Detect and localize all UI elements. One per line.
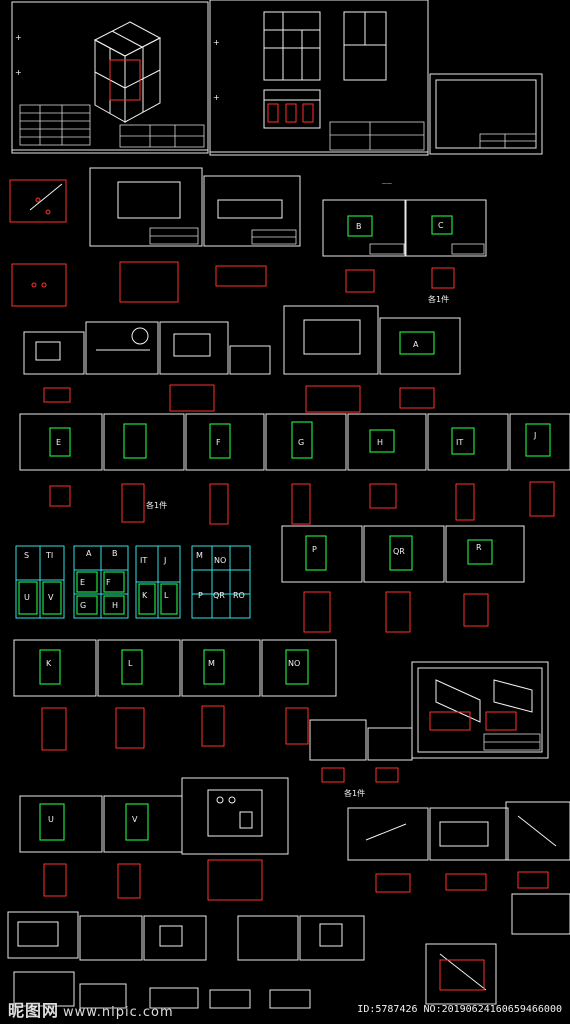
part-label-b: B bbox=[356, 222, 362, 231]
row-sheet-panels-3: A bbox=[23, 305, 461, 413]
svg-text:+: + bbox=[15, 68, 22, 77]
svg-text:+: + bbox=[213, 93, 220, 102]
assy-label-j: J bbox=[163, 556, 166, 565]
sheet-side-assembly: 各1件 bbox=[309, 661, 549, 798]
part-label-e: E bbox=[56, 438, 61, 447]
sheet-front-views: ++ bbox=[209, 0, 429, 156]
note-each-one-b: 各1件 bbox=[146, 500, 167, 510]
part-label-v: V bbox=[132, 815, 138, 824]
part-label-p: P bbox=[312, 545, 317, 554]
part-label-f: F bbox=[216, 438, 221, 447]
assy-label-v: V bbox=[48, 593, 54, 602]
assy-label-ro: RO bbox=[233, 591, 245, 600]
part-label-l: L bbox=[128, 659, 133, 668]
row-assembly-colored-views: S TI U V A B E F G H IT J K L M NO P QR … bbox=[15, 525, 525, 633]
svg-text:+: + bbox=[15, 33, 22, 42]
assy-label-s: S bbox=[24, 551, 29, 560]
part-label-c: C bbox=[438, 221, 444, 230]
assy-label-f: F bbox=[106, 578, 111, 587]
part-label-j: J bbox=[533, 431, 536, 440]
assy-label-m: M bbox=[196, 551, 203, 560]
part-label-it: IT bbox=[456, 438, 463, 447]
assy-label-l: L bbox=[164, 591, 169, 600]
part-label-r: R bbox=[476, 543, 482, 552]
assy-label-no: NO bbox=[214, 556, 226, 565]
part-label-u: U bbox=[48, 815, 54, 824]
assy-label-it: IT bbox=[140, 556, 147, 565]
row-bottom-sheets bbox=[7, 893, 570, 1009]
row-sheet-panels-1 bbox=[9, 167, 301, 307]
assy-label-b: B bbox=[112, 549, 118, 558]
sheet-isometric-frame: ++ bbox=[11, 1, 209, 154]
assy-label-k: K bbox=[142, 591, 148, 600]
assy-label-qr: QR bbox=[213, 591, 225, 600]
part-label-no: NO bbox=[288, 659, 300, 668]
assy-label-e: E bbox=[80, 578, 85, 587]
assy-label-h: H bbox=[112, 601, 118, 610]
row-sheet-panels-bc: B C 各1件 —— bbox=[322, 181, 487, 304]
note-each-one-a: 各1件 bbox=[428, 294, 449, 304]
part-label-a: A bbox=[413, 340, 419, 349]
sheet-blank-titleblock bbox=[429, 73, 543, 155]
assy-label-ti: TI bbox=[45, 551, 53, 560]
assy-label-u: U bbox=[24, 593, 30, 602]
row-sheet-panels-uv: U V bbox=[19, 777, 570, 901]
part-label-qr: QR bbox=[393, 547, 405, 556]
note-each-one-c: 各1件 bbox=[344, 788, 365, 798]
part-label-g: G bbox=[298, 438, 304, 447]
part-label-k: K bbox=[46, 659, 52, 668]
part-label-h: H bbox=[377, 438, 383, 447]
assy-label-a: A bbox=[86, 549, 92, 558]
row-sheet-panels-k-no: K L M NO bbox=[13, 639, 337, 751]
svg-text:——: —— bbox=[382, 181, 392, 187]
row-sheet-panels-e-j: E F G H IT J 各1件 bbox=[19, 413, 570, 525]
assy-label-p: P bbox=[198, 591, 203, 600]
svg-text:+: + bbox=[213, 38, 220, 47]
assy-label-g: G bbox=[80, 601, 86, 610]
part-label-m: M bbox=[208, 659, 215, 668]
